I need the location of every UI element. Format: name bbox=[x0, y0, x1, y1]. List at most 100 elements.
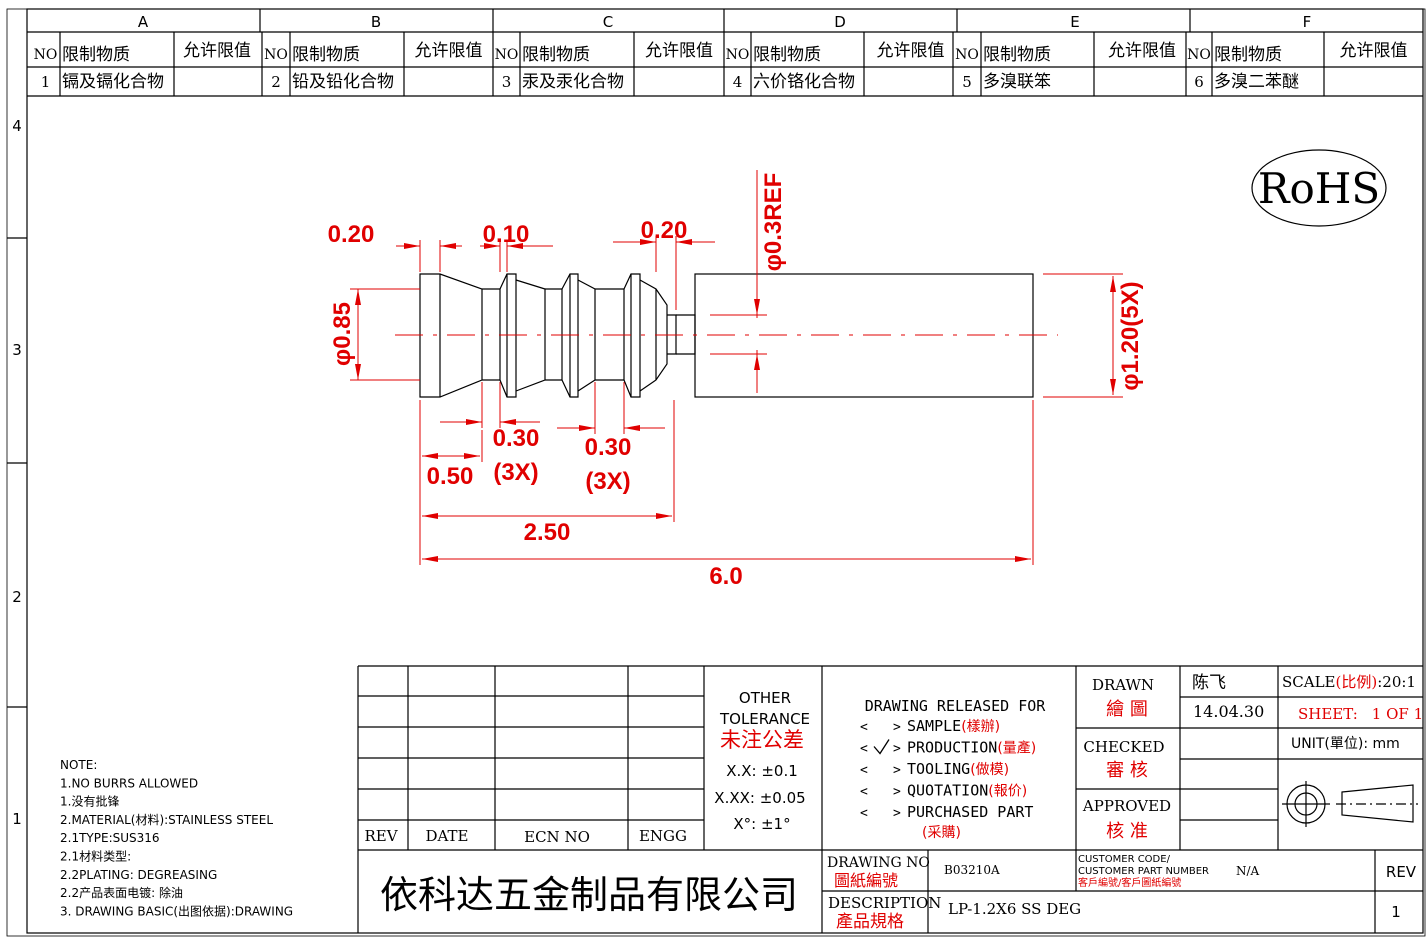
rev-header: REV bbox=[364, 827, 398, 845]
dim-head-length: 0.50 bbox=[427, 463, 474, 490]
drawn-label-zh: 繪 圖 bbox=[1106, 699, 1148, 720]
dim-neck-diameter: φ0.3REF bbox=[760, 173, 787, 272]
notes-block: NOTE: 1.NO BURRS ALLOWED 1.没有批锋 2.MATERIAL(… bbox=[60, 758, 293, 918]
note-line: 2.MATERIAL(材料):STAINLESS STEEL bbox=[60, 813, 273, 827]
checked-label: CHECKED bbox=[1083, 738, 1164, 756]
scale-label-zh: (比例) bbox=[1336, 673, 1378, 691]
rev-box-label: REV bbox=[1386, 863, 1417, 881]
substance-header: 限制物质 bbox=[292, 45, 360, 65]
note-line: 3. DRAWING BASIC(出图依据):DRAWING bbox=[60, 903, 293, 918]
tolerance-title-zh: 未注公差 bbox=[720, 728, 804, 752]
scale-value: :20:1 bbox=[1377, 673, 1416, 691]
dimension-lines bbox=[350, 170, 1123, 565]
checked-label-zh: 審 核 bbox=[1106, 760, 1148, 781]
dim-rib-width: 0.10 bbox=[483, 221, 530, 248]
approved-label-zh: 核 准 bbox=[1106, 821, 1148, 842]
tolerance-angle: X°: ±1° bbox=[733, 815, 790, 833]
zone-row-4: 4 bbox=[12, 117, 22, 135]
substance-no: 1 bbox=[41, 73, 51, 91]
tolerance-one-decimal: X.X: ±0.1 bbox=[726, 762, 798, 780]
customer-part-label: CUSTOMER PART NUMBER bbox=[1078, 866, 1209, 877]
ecn-header: ECN NO bbox=[524, 828, 590, 846]
release-bracket-left: < bbox=[860, 785, 868, 800]
substance-header: 限制物质 bbox=[1214, 45, 1282, 65]
substance-name: 多溴联笨 bbox=[983, 72, 1051, 92]
substance-name: 铅及铅化合物 bbox=[292, 72, 394, 92]
rev-box-value: 1 bbox=[1391, 903, 1401, 921]
substance-no: 2 bbox=[271, 73, 281, 91]
release-option-label-zh: (量產) bbox=[997, 740, 1036, 757]
unit-label: UNIT bbox=[1291, 736, 1325, 752]
dim-shaft-diameter: φ1.20(5X) bbox=[1117, 281, 1144, 390]
rohs-label: RoHS bbox=[1258, 164, 1380, 213]
release-options: <>SAMPLE(樣辦)<>PRODUCTION(量產)<>TOOLING(做模… bbox=[860, 717, 1036, 841]
dim-tip-width: 0.20 bbox=[641, 217, 688, 244]
release-option-label: TOOLING bbox=[907, 760, 970, 778]
substance-no: 4 bbox=[733, 73, 743, 91]
note-line: 2.1TYPE:SUS316 bbox=[60, 831, 160, 845]
zone-col-f: F bbox=[1303, 13, 1312, 31]
substance-header: 限制物质 bbox=[753, 45, 821, 65]
note-line: NOTE: bbox=[60, 758, 97, 772]
note-line: 2.2产品表面电镀: 除油 bbox=[60, 885, 183, 900]
tolerance-title-1: OTHER bbox=[739, 689, 791, 707]
substance-name: 汞及汞化合物 bbox=[522, 72, 624, 92]
zone-row-2: 2 bbox=[12, 588, 22, 606]
limit-header: 允许限值 bbox=[1340, 41, 1408, 61]
substance-name: 多溴二苯醚 bbox=[1214, 72, 1299, 92]
release-option-label: PURCHASED PART bbox=[907, 803, 1033, 821]
dim-groove-count-a: (3X) bbox=[493, 459, 538, 486]
release-option-label-zh: (采購) bbox=[922, 825, 961, 841]
title-block bbox=[357, 665, 1423, 933]
third-angle-projection-icon bbox=[1282, 781, 1418, 827]
dim-head-diameter: φ0.85 bbox=[329, 302, 356, 366]
note-line: 1.NO BURRS ALLOWED bbox=[60, 776, 198, 790]
row-zone-markers: 4 3 2 1 bbox=[7, 117, 27, 828]
drawing-no-value: B03210A bbox=[944, 863, 1000, 877]
note-line: 2.2PLATING: DEGREASING bbox=[60, 868, 217, 882]
unit-line: UNIT(單位): mm bbox=[1291, 736, 1400, 752]
zone-col-e: E bbox=[1070, 13, 1079, 31]
release-option: QUOTATION(報价) bbox=[907, 782, 1027, 800]
tolerance-title-2: TOLERANCE bbox=[719, 710, 810, 728]
no-header: NO bbox=[34, 47, 58, 63]
no-header: NO bbox=[495, 47, 519, 63]
drawn-by-name: 陈飞 bbox=[1192, 673, 1226, 693]
drawn-label: DRAWN bbox=[1092, 676, 1154, 694]
date-header: DATE bbox=[426, 827, 469, 845]
release-title: DRAWING RELEASED FOR bbox=[865, 697, 1047, 715]
limit-header: 允许限值 bbox=[877, 41, 945, 61]
description-label-zh: 產品規格 bbox=[836, 912, 904, 932]
zone-row-1: 1 bbox=[12, 810, 22, 828]
dim-head-section-length: 2.50 bbox=[524, 519, 571, 546]
no-header: NO bbox=[264, 47, 288, 63]
tolerance-two-decimal: X.XX: ±0.05 bbox=[714, 789, 805, 807]
limit-header: 允许限值 bbox=[415, 41, 483, 61]
company-name: 依科达五金制品有限公司 bbox=[380, 873, 798, 917]
release-option: PURCHASED PART bbox=[907, 803, 1033, 821]
description-label: DESCRIPTION bbox=[828, 894, 941, 912]
dim-groove-count-b: (3X) bbox=[585, 468, 630, 495]
note-line: 1.没有批锋 bbox=[60, 794, 119, 809]
release-option-label: QUOTATION bbox=[907, 782, 988, 800]
release-bracket-left: < bbox=[860, 720, 868, 735]
zone-col-a: A bbox=[138, 13, 149, 31]
sheet-value: 1 OF 1 bbox=[1372, 705, 1423, 723]
dim-overall-length: 6.0 bbox=[709, 563, 742, 590]
substance-no: 5 bbox=[962, 73, 972, 91]
zone-col-d: D bbox=[834, 13, 846, 31]
zone-col-c: C bbox=[603, 13, 613, 31]
release-option: TOOLING(做模) bbox=[907, 760, 1009, 778]
no-header: NO bbox=[726, 47, 750, 63]
substance-no: 6 bbox=[1194, 73, 1204, 91]
limit-header: 允许限值 bbox=[183, 41, 251, 61]
release-option-label: PRODUCTION bbox=[907, 739, 997, 757]
release-bracket-right: > bbox=[893, 720, 901, 735]
description-value: LP-1.2X6 SS DEG bbox=[948, 900, 1081, 918]
approved-label: APPROVED bbox=[1082, 797, 1171, 815]
release-option: SAMPLE(樣辦) bbox=[907, 717, 1000, 735]
limit-header: 允许限值 bbox=[645, 41, 713, 61]
release-option-label-zh: (報价) bbox=[988, 784, 1027, 800]
